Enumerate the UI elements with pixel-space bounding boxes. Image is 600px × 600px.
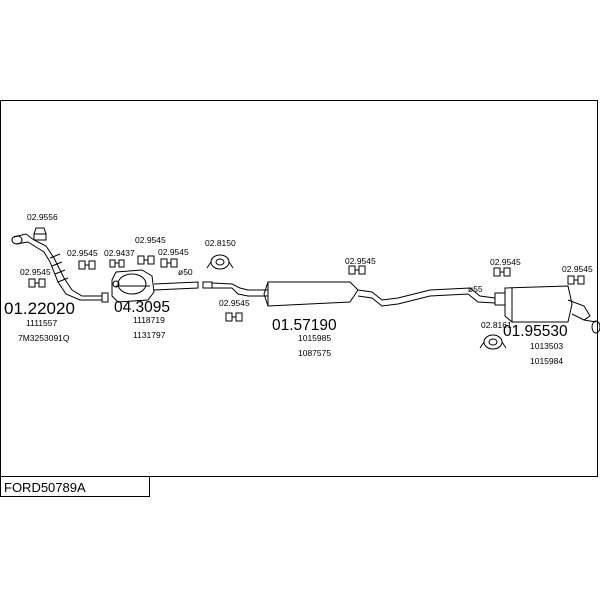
accessory-label: 02.9545 xyxy=(562,264,593,274)
hanger-icon xyxy=(567,275,585,285)
clamp-icon xyxy=(479,334,507,350)
accessory-label: 02.9437 xyxy=(104,248,135,258)
part-ref: 1015985 xyxy=(298,333,331,343)
diameter-label: ø50 xyxy=(178,267,193,277)
hanger-icon xyxy=(109,259,125,268)
part-ref: 1087575 xyxy=(298,348,331,358)
accessory-label: 02.9545 xyxy=(345,256,376,266)
part-number: 01.95530 xyxy=(503,323,568,340)
clamp-icon xyxy=(206,254,234,270)
accessory-label: 02.8161 xyxy=(481,320,512,330)
accessory-label: 02.9556 xyxy=(27,212,58,222)
diagram-code: FORD50789A xyxy=(4,480,86,495)
accessory-label: 02.9545 xyxy=(20,267,51,277)
hanger-icon xyxy=(493,267,511,277)
hanger-icon xyxy=(225,312,243,322)
hanger-icons xyxy=(28,227,585,350)
hanger-icon xyxy=(348,265,366,275)
part-ref: 1118719 xyxy=(133,315,165,325)
accessory-label: 02.8150 xyxy=(205,238,236,248)
part-ref: 1131797 xyxy=(133,330,166,340)
hanger-icon xyxy=(28,278,46,288)
part-number: 01.57190 xyxy=(272,317,337,334)
intermediate-pipe-drawing xyxy=(202,281,256,297)
diagram-frame xyxy=(0,100,598,477)
accessory-label: 02.9545 xyxy=(67,248,98,258)
diagram-code-box: FORD50789A xyxy=(0,477,150,497)
hanger-icon xyxy=(78,260,96,270)
part-number: 04.3095 xyxy=(114,299,170,316)
hanger-icon xyxy=(160,258,178,268)
accessory-label: 02.9545 xyxy=(158,247,189,257)
accessory-label: 02.9545 xyxy=(219,298,250,308)
hanger-icon xyxy=(33,227,47,241)
part-ref: 1013503 xyxy=(530,341,563,351)
part-ref: 1015984 xyxy=(530,356,563,366)
part-ref: 7M3253091Q xyxy=(18,333,70,343)
part-ref: 1111557 xyxy=(26,318,57,328)
accessory-label: 02.9545 xyxy=(135,235,166,245)
rear-silencer-drawing xyxy=(494,285,600,334)
part-number: 01.22020 xyxy=(4,299,75,318)
hanger-icon xyxy=(137,255,155,265)
diameter-label: ø55 xyxy=(468,284,483,294)
catalytic-converter-drawing xyxy=(111,269,199,303)
accessory-label: 02.9545 xyxy=(490,257,521,267)
center-silencer-drawing xyxy=(256,281,496,307)
front-pipe-drawing xyxy=(11,233,109,303)
